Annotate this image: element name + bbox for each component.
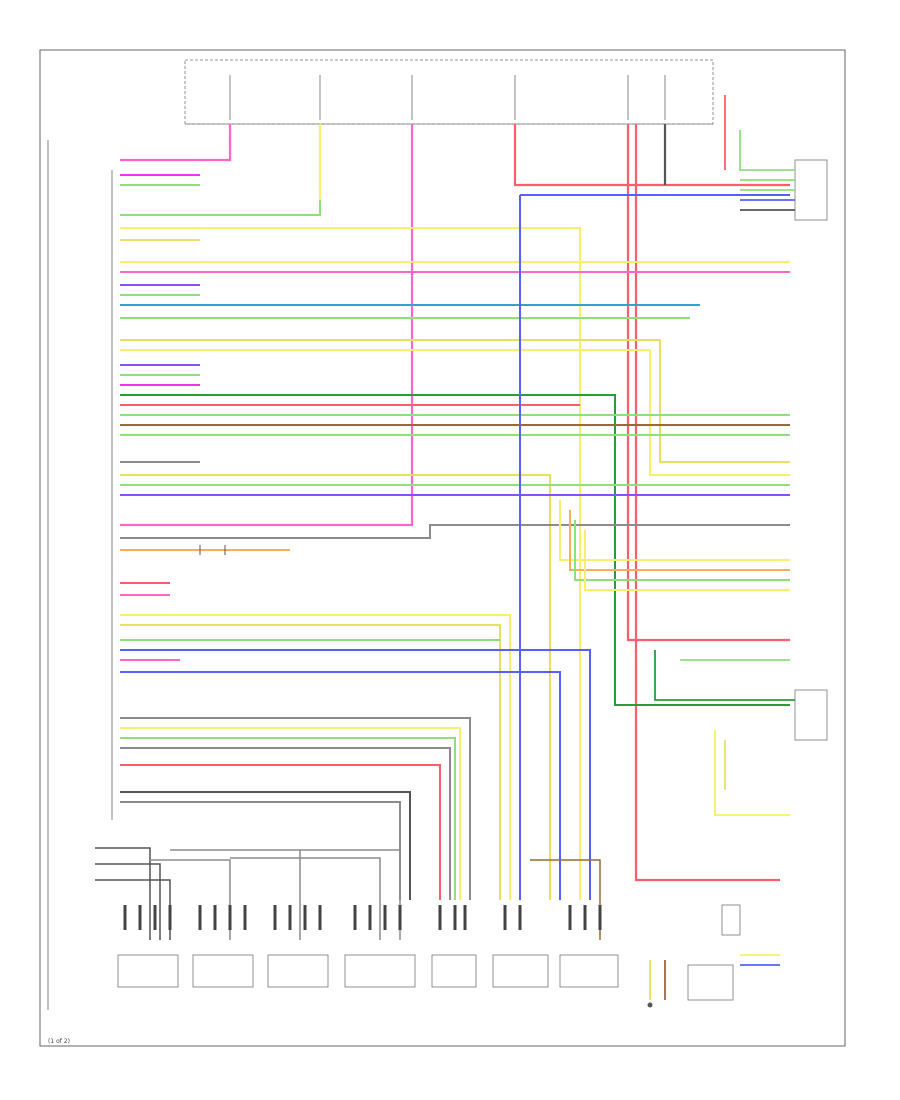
harness-wires <box>120 174 790 900</box>
bottom-components <box>117 954 619 988</box>
diagram-frame <box>39 49 846 1047</box>
page-indicator: (1 of 2) <box>48 1038 70 1045</box>
fuse-symbols <box>229 75 666 120</box>
fuse-box <box>184 59 714 125</box>
right-connectors <box>687 159 828 1001</box>
right-connector-wires <box>649 95 795 1000</box>
ground-symbols <box>199 545 653 1008</box>
fuse-feed-wires <box>120 124 790 882</box>
connector-pins <box>123 905 602 930</box>
